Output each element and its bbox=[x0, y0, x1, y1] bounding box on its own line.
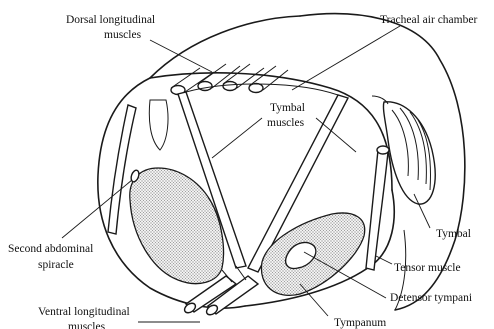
label-ventral-longitudinal-line1: Ventral longitudinal bbox=[38, 306, 130, 318]
label-ventral-longitudinal-line2: muscles bbox=[68, 321, 106, 329]
label-tymbal-muscles-line2: muscles bbox=[267, 117, 305, 129]
label-tensor-muscle: Tensor muscle bbox=[394, 262, 461, 274]
leader-tracheal bbox=[292, 26, 400, 90]
leader-spiracle bbox=[62, 180, 132, 238]
leader-dorsal bbox=[150, 40, 212, 72]
leader-tymbal-muscles-left bbox=[212, 118, 262, 158]
label-dorsal-longitudinal-line1: Dorsal longitudinal bbox=[66, 14, 155, 26]
label-tymbal-muscles-line1: Tymbal bbox=[270, 102, 305, 114]
label-dorsal-longitudinal-line2: muscles bbox=[104, 29, 142, 41]
label-second-abdominal-spiracle-line2: spiracle bbox=[38, 259, 74, 271]
label-tymbal: Tymbal bbox=[436, 228, 471, 240]
label-detensor-tympani: Detensor tympani bbox=[390, 292, 472, 304]
label-tympanum: Tympanum bbox=[334, 317, 386, 329]
tensor-muscle bbox=[366, 146, 389, 270]
label-second-abdominal-spiracle-line1: Second abdominal bbox=[8, 243, 93, 255]
label-tracheal-air-chamber: Tracheal air chamber bbox=[380, 14, 477, 26]
dorsal-longitudinal-muscles bbox=[171, 64, 288, 95]
